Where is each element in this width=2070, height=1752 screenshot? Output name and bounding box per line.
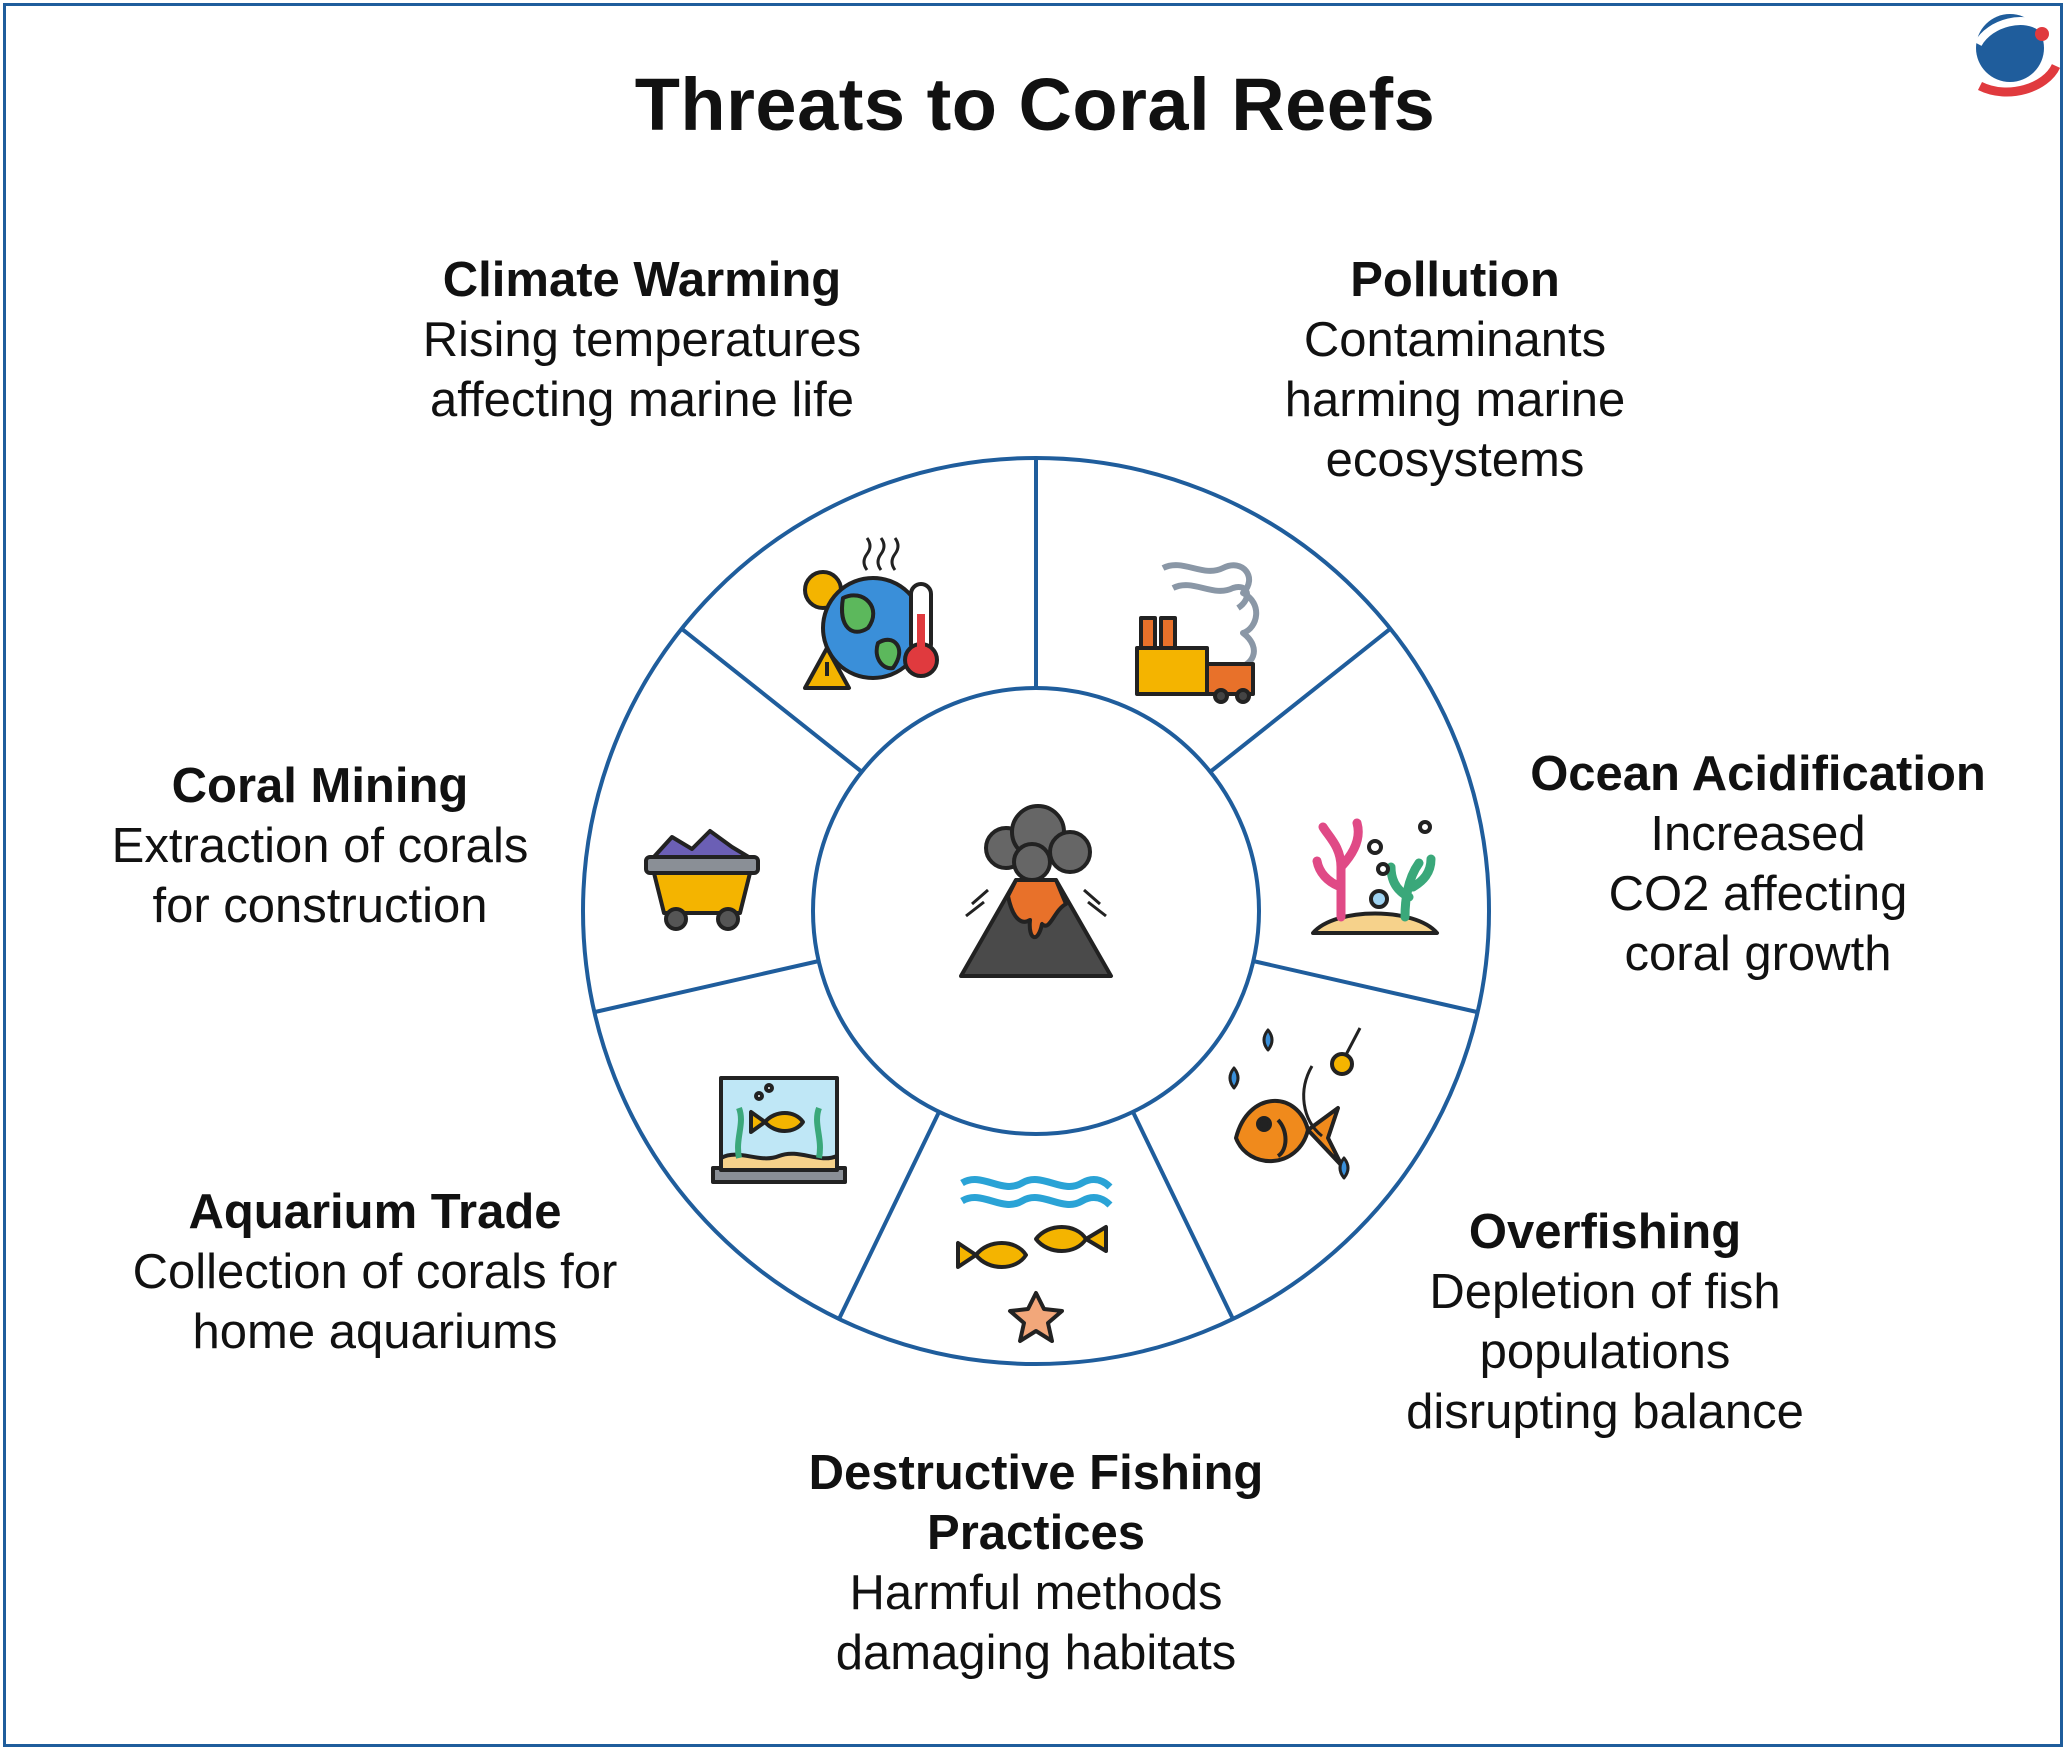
- threat-name: Ocean Acidification: [1530, 747, 1986, 801]
- threat-name: Climate Warming: [442, 253, 842, 307]
- divider-line: [680, 627, 864, 774]
- threat-name: Aquarium Trade: [188, 1185, 562, 1239]
- globe-thermometer-icon: [803, 537, 939, 690]
- divider-line: [1208, 627, 1392, 774]
- factory-smoke-icon: [1135, 562, 1260, 704]
- threat-label-aquarium-trade: Aquarium Trade Collection of corals for …: [90, 1182, 660, 1362]
- divider-line: [1131, 1111, 1235, 1320]
- volcano-icon: [959, 804, 1113, 978]
- coral-seaweed-icon: [1311, 818, 1439, 935]
- threat-description: Increased CO2 affecting coral growth: [1608, 807, 1908, 981]
- threat-description: Depletion of fish populations disrupting…: [1406, 1265, 1804, 1439]
- threat-label-climate-warming: Climate Warming Rising temperatures affe…: [330, 250, 954, 430]
- threat-description: Collection of corals for home aquariums: [132, 1245, 618, 1359]
- threat-description: Rising temperatures affecting marine lif…: [422, 313, 862, 427]
- diagram-title: Threats to Coral Reefs: [634, 63, 1436, 146]
- threat-label-overfishing: Overfishing Depletion of fish population…: [1350, 1202, 1860, 1442]
- brand-logo: [1974, 14, 2061, 97]
- divider-line: [1252, 959, 1478, 1014]
- threat-description: Contaminants harming marine ecosystems: [1284, 313, 1626, 487]
- threat-label-ocean-acidification: Ocean Acidification Increased CO2 affect…: [1478, 744, 2038, 984]
- hooked-fish-icon: [1228, 1027, 1362, 1180]
- threat-label-destructive-fishing: Destructive Fishing Practices Harmful me…: [766, 1443, 1306, 1683]
- threat-name: Coral Mining: [171, 759, 469, 813]
- fish-waves-icon: [956, 1176, 1113, 1343]
- mining-cart-icon: [644, 829, 760, 931]
- threat-description: Harmful methods damaging habitats: [835, 1566, 1237, 1680]
- aquarium-icon: [711, 1076, 847, 1184]
- diagram-frame: [3, 3, 2063, 1747]
- divider-line: [837, 1111, 941, 1320]
- threat-label-pollution: Pollution Contaminants harming marine ec…: [1210, 250, 1700, 490]
- threat-name: Overfishing: [1468, 1205, 1742, 1259]
- divider-line: [594, 959, 820, 1014]
- threat-name: Destructive Fishing Practices: [808, 1446, 1264, 1560]
- threat-description: Extraction of corals for construction: [111, 819, 529, 933]
- threat-name: Pollution: [1350, 253, 1560, 307]
- threat-label-coral-mining: Coral Mining Extraction of corals for co…: [60, 756, 580, 936]
